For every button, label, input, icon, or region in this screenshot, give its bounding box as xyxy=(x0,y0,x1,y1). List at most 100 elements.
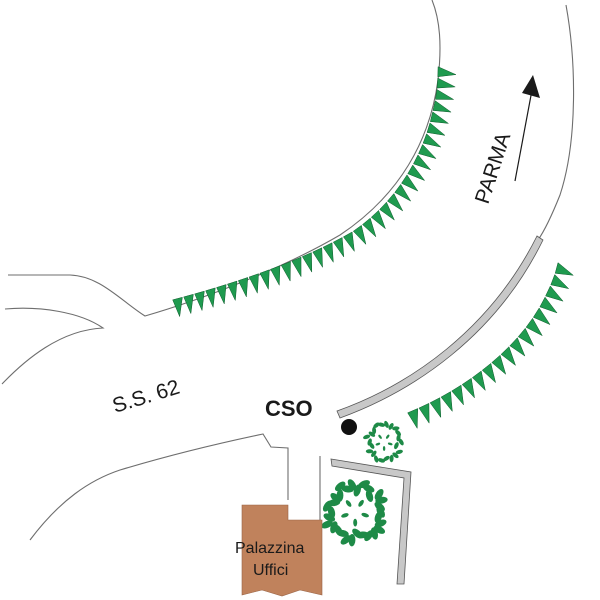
hedge-shrub-icon xyxy=(437,66,457,77)
hedge-shrub-icon xyxy=(352,224,367,246)
hedge-shrub-icon xyxy=(440,391,453,413)
tree-leaf-icon xyxy=(392,452,399,459)
arrow-shaft xyxy=(514,89,533,182)
hedge-shrub-icon xyxy=(509,337,526,357)
hedge-shrub-icon xyxy=(407,164,426,182)
hedge-shrub-icon xyxy=(362,217,377,238)
tree-leaf-icon xyxy=(374,519,387,528)
hedge-shrub-icon xyxy=(550,274,570,290)
tree-leaf-icon xyxy=(383,455,390,462)
hedge-shrub-icon xyxy=(461,377,475,399)
tree-leaf-icon xyxy=(365,489,374,502)
tree-leaf-icon xyxy=(387,442,393,446)
hedge-shrub-icon xyxy=(194,290,205,312)
tree-leaf-icon xyxy=(382,446,386,451)
direction-label: PARMA xyxy=(471,130,515,207)
station-label: CSO xyxy=(265,396,313,421)
road-label: S.S. 62 xyxy=(110,376,183,418)
tree-leaf-icon xyxy=(358,499,364,507)
tree-leaf-icon xyxy=(364,530,374,542)
direction-arrow-parma xyxy=(514,75,540,182)
road-edge-branch xyxy=(1,307,105,385)
tree-leaf-icon xyxy=(372,426,377,435)
hedge-shrub-icon xyxy=(491,354,507,375)
hedge-shrub-icon xyxy=(394,183,412,202)
hedge-shrub-icon xyxy=(429,397,442,419)
hedge-shrub-icon xyxy=(270,265,281,287)
hedge-shrub-icon xyxy=(435,89,455,100)
tree-leaf-icon xyxy=(392,426,400,431)
hedge-shrub-icon xyxy=(301,252,313,274)
arrow-head-icon xyxy=(522,75,540,98)
hedge-shrub-icon xyxy=(370,209,386,230)
tree-leaf-icon xyxy=(374,501,385,512)
tree-leaf-icon xyxy=(394,442,399,450)
hedge-shrub-icon xyxy=(430,111,450,124)
hedge-shrub-icon xyxy=(413,154,432,171)
tree-leaf-icon xyxy=(345,500,352,507)
hedge-shrub-icon xyxy=(481,362,497,384)
hedge-shrub-icon xyxy=(451,384,464,406)
hedge-shrub-icon xyxy=(471,370,486,392)
tree-leaf-icon xyxy=(377,422,386,427)
hedge-shrub-icon xyxy=(183,293,194,315)
tree-leaf-icon xyxy=(352,528,363,539)
hedge-shrub-icon xyxy=(545,285,564,302)
tree-leaf-icon xyxy=(386,434,390,439)
l-shaped-wall xyxy=(330,458,412,585)
hedge-shrub-icon xyxy=(332,237,345,258)
cso-marker[interactable] xyxy=(341,419,357,435)
tree-leaf-icon xyxy=(378,434,382,439)
hedge-shrub-icon xyxy=(525,317,543,337)
tree-leaf-icon xyxy=(327,505,336,519)
hedge-shrub-icon xyxy=(432,100,452,113)
hedge-shrub-icon xyxy=(554,262,575,276)
tree-large xyxy=(321,479,388,547)
tree-leaf-icon xyxy=(341,513,349,518)
hedge-shrub-icon xyxy=(259,269,270,291)
hedge-shrub-icon xyxy=(205,287,216,309)
building-palazzina-uffici[interactable] xyxy=(241,504,323,597)
hedge-shrub-icon xyxy=(280,261,291,282)
tree-leaf-icon xyxy=(375,442,381,446)
tree-leaf-icon xyxy=(336,489,344,502)
hedge-shrub-icon xyxy=(500,346,517,367)
hedge-shrub-icon xyxy=(216,284,227,305)
tree-leaf-icon xyxy=(370,527,379,540)
hedge-row-east xyxy=(407,262,575,430)
tree-leaf-icon xyxy=(377,458,385,463)
tree-leaf-icon xyxy=(353,484,362,497)
hedge-shrub-icon xyxy=(539,296,558,314)
tree-leaf-icon xyxy=(340,535,352,545)
road-edge-south xyxy=(29,433,289,541)
tree-small xyxy=(363,420,404,463)
hedge-shrub-icon xyxy=(343,231,355,253)
building-label-line1: Palazzina xyxy=(235,540,304,557)
tree-leaf-icon xyxy=(365,449,374,454)
tree-leaf-icon xyxy=(367,438,372,446)
hedge-shrub-icon xyxy=(422,133,442,148)
hedge-shrub-icon xyxy=(248,273,259,295)
tree-leaf-icon xyxy=(347,479,357,491)
tree-leaf-icon xyxy=(384,420,389,428)
hedge-shrub-icon xyxy=(418,144,437,160)
tree-leaf-icon xyxy=(368,431,376,437)
tree-leaf-icon xyxy=(371,450,377,457)
hedge-shrub-icon xyxy=(172,296,183,318)
road-edge-north xyxy=(8,0,441,317)
tree-leaf-icon xyxy=(321,520,333,529)
tree-leaf-icon xyxy=(395,449,403,455)
hedge-shrub-icon xyxy=(237,277,249,298)
tree-leaf-icon xyxy=(361,512,369,518)
hedge-row-north xyxy=(172,66,457,318)
hedge-shrub-icon xyxy=(322,242,334,264)
tree-leaf-icon xyxy=(334,481,346,492)
tree-leaf-icon xyxy=(375,496,388,504)
hedge-shrub-icon xyxy=(407,408,419,430)
hedge-shrub-icon xyxy=(312,247,323,269)
hedge-shrub-icon xyxy=(291,256,302,278)
tree-leaf-icon xyxy=(389,454,394,463)
tree-leaf-icon xyxy=(396,434,401,442)
curved-wall xyxy=(336,235,544,419)
